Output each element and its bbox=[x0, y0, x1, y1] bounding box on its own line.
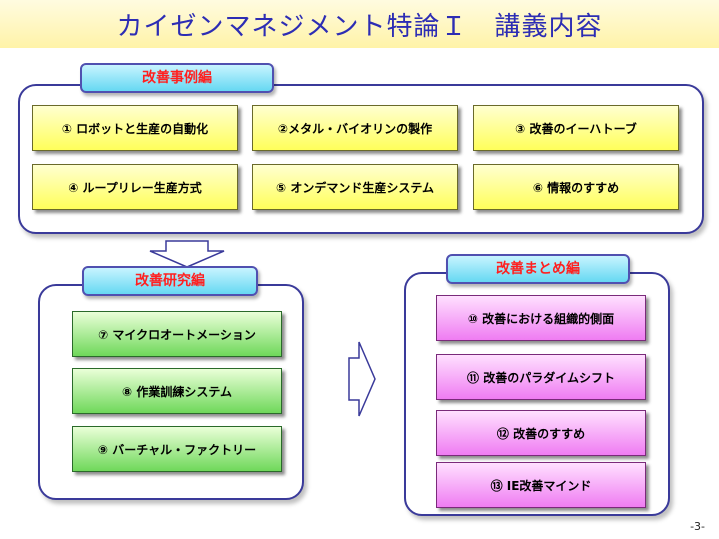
case-item-2[interactable]: ②メタル・バイオリンの製作 bbox=[252, 105, 458, 151]
summary-item-12[interactable]: ⑫ 改善のすすめ bbox=[436, 410, 646, 456]
page-number: -3- bbox=[690, 520, 705, 533]
case-item-4[interactable]: ④ ループリレー生産方式 bbox=[32, 164, 238, 210]
cases-section-tab: 改善事例編 bbox=[80, 63, 274, 93]
case-item-3[interactable]: ③ 改善のイーハトーブ bbox=[473, 105, 679, 151]
research-item-7[interactable]: ⑦ マイクロオートメーション bbox=[72, 311, 282, 357]
page-title: カイゼンマネジメント特論Ｉ 講義内容 bbox=[116, 12, 603, 42]
case-item-5[interactable]: ⑤ オンデマンド生産システム bbox=[252, 164, 458, 210]
summary-item-13[interactable]: ⑬ IE改善マインド bbox=[436, 462, 646, 508]
summary-item-10[interactable]: ⑩ 改善における組織的側面 bbox=[436, 295, 646, 341]
summary-section-tab: 改善まとめ編 bbox=[446, 254, 630, 284]
research-item-8[interactable]: ⑧ 作業訓練システム bbox=[72, 368, 282, 414]
case-item-6[interactable]: ⑥ 情報のすすめ bbox=[473, 164, 679, 210]
right-arrow-icon bbox=[348, 341, 376, 417]
case-item-1[interactable]: ① ロボットと生産の自動化 bbox=[32, 105, 238, 151]
research-section-tab: 改善研究編 bbox=[82, 266, 258, 296]
research-item-9[interactable]: ⑨ バーチャル・ファクトリー bbox=[72, 426, 282, 472]
down-arrow-icon bbox=[149, 240, 225, 268]
title-bar: カイゼンマネジメント特論Ｉ 講義内容 bbox=[0, 0, 719, 48]
summary-item-11[interactable]: ⑪ 改善のパラダイムシフト bbox=[436, 354, 646, 400]
